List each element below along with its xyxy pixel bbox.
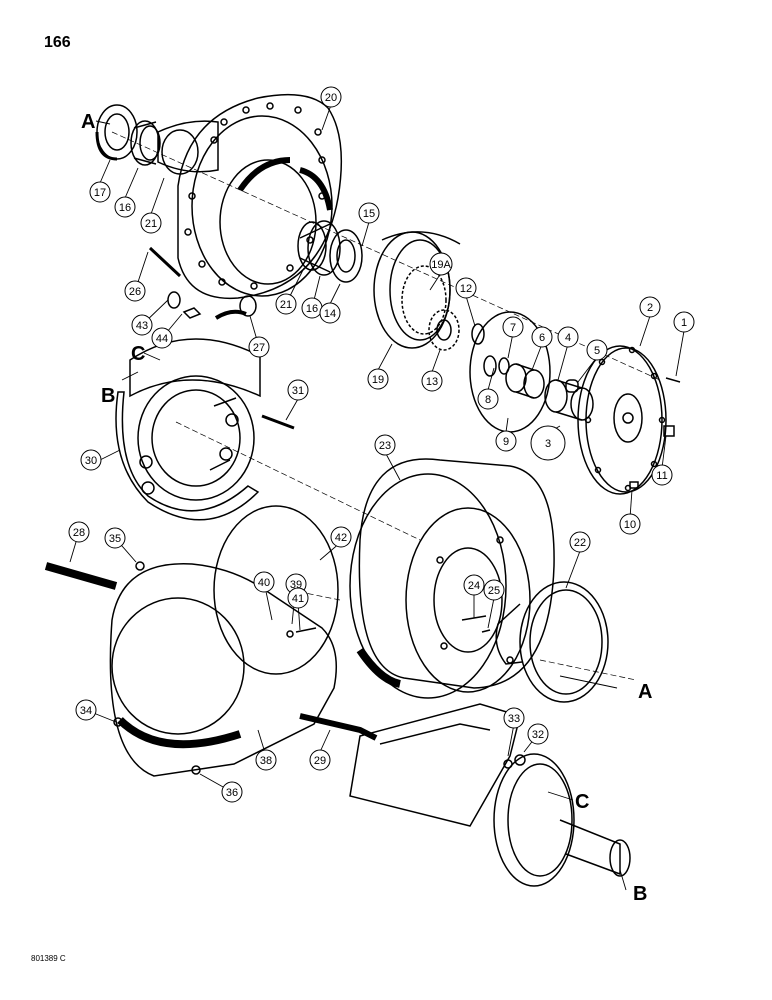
bearing-cup-17 — [95, 104, 138, 161]
washer-43 — [167, 291, 181, 309]
callout-24: 24 — [468, 580, 480, 592]
nut-32 — [514, 754, 526, 766]
callout-32: 32 — [532, 729, 544, 741]
stud-26 — [148, 246, 182, 278]
plug-10 — [629, 481, 639, 489]
callout-19: 19 — [372, 374, 384, 386]
callout-36: 36 — [226, 787, 238, 799]
brake-drum-23 — [349, 458, 555, 699]
callout-23: 23 — [379, 440, 391, 452]
washer-40 — [286, 630, 294, 638]
callout-circles — [68, 86, 695, 803]
callout-15: 15 — [363, 208, 375, 220]
callout-17: 17 — [94, 187, 106, 199]
callout-21-upper: 21 — [145, 218, 157, 230]
callout-28: 28 — [73, 527, 85, 539]
callout-3: 3 — [545, 438, 551, 450]
callout-29: 29 — [314, 755, 326, 767]
arrow-27 — [214, 309, 247, 320]
spindle-flange — [493, 753, 631, 887]
callout-labels: 1 2 3 4 5 6 7 8 9 10 11 12 13 14 15 16 1… — [73, 92, 687, 799]
callout-43: 43 — [136, 320, 148, 332]
callout-12: 12 — [460, 283, 472, 295]
bolt-39 — [295, 627, 317, 633]
fitting-35 — [135, 561, 145, 571]
component-drawings — [44, 93, 681, 887]
end-cover-2 — [577, 345, 667, 495]
callout-19a: 19A — [431, 259, 451, 271]
callout-44: 44 — [156, 333, 168, 345]
washer-33 — [503, 759, 513, 769]
callout-6: 6 — [539, 332, 545, 344]
callout-11: 11 — [656, 470, 667, 482]
letter-b-lower: B — [633, 883, 647, 905]
inner-bearing-16 — [297, 220, 341, 276]
callout-42: 42 — [335, 532, 347, 544]
shaft-28 — [44, 562, 118, 590]
bearing-cone-16-upper — [130, 120, 161, 166]
spindle-nut-14 — [329, 229, 363, 283]
callout-31: 31 — [292, 385, 304, 397]
callout-14: 14 — [324, 308, 336, 320]
stud-25 — [481, 629, 491, 633]
callout-26: 26 — [129, 286, 141, 298]
callout-2: 2 — [647, 302, 653, 314]
callout-8: 8 — [485, 394, 491, 406]
nut-44 — [182, 307, 202, 319]
callout-35: 35 — [109, 533, 121, 545]
reference-letters: A A B B C C — [81, 111, 652, 905]
callout-20: 20 — [325, 92, 337, 104]
leader-lines — [69, 104, 685, 891]
callout-41: 41 — [292, 593, 304, 605]
shaft-29 — [299, 713, 378, 741]
callout-33: 33 — [508, 713, 520, 725]
bolt-1 — [665, 377, 681, 383]
callout-39: 39 — [290, 579, 302, 591]
ring-gear-19 — [373, 231, 461, 349]
gasket-42 — [213, 505, 339, 675]
callout-38: 38 — [260, 755, 272, 767]
sun-gear-6 — [505, 363, 545, 399]
plug-5 — [565, 379, 579, 393]
callout-5: 5 — [594, 345, 600, 357]
thrust-washer-12 — [471, 323, 485, 345]
letter-a-lower: A — [638, 681, 652, 703]
callout-16-upper: 16 — [119, 202, 131, 214]
callout-13: 13 — [426, 376, 438, 388]
callout-7: 7 — [510, 322, 516, 334]
hub-housing-20 — [177, 93, 343, 300]
bolt-31 — [261, 414, 295, 430]
drain-plug-36 — [191, 765, 201, 775]
callout-21-lower: 21 — [280, 299, 292, 311]
callout-4: 4 — [565, 332, 571, 344]
callout-27: 27 — [253, 342, 265, 354]
page-number: 166 — [44, 34, 71, 51]
callout-22: 22 — [574, 537, 586, 549]
dust-shield-22 — [495, 581, 609, 703]
nut-27 — [239, 295, 257, 317]
snap-ring-7 — [498, 357, 510, 375]
letter-b-upper: B — [101, 385, 115, 407]
brake-shoe-assembly-30 — [115, 338, 261, 521]
callout-40: 40 — [258, 577, 270, 589]
letter-c-upper: C — [131, 343, 145, 365]
letter-a-upper: A — [81, 111, 95, 133]
callout-1: 1 — [681, 317, 687, 329]
callout-9: 9 — [503, 436, 509, 448]
axle-tube — [349, 703, 521, 827]
alignment-lines — [111, 131, 661, 681]
fitting-34 — [113, 717, 123, 727]
callout-10: 10 — [624, 519, 636, 531]
callout-25: 25 — [488, 585, 500, 597]
callout-30: 30 — [85, 455, 97, 467]
washer-8 — [483, 355, 497, 377]
letter-c-lower: C — [575, 791, 589, 813]
axle-housing-38 — [109, 563, 337, 777]
callout-34: 34 — [80, 705, 92, 717]
drawing-code: 801389 C — [31, 954, 66, 963]
planet-gear-13 — [428, 309, 460, 351]
callout-16-lower: 16 — [306, 303, 318, 315]
plug-11 — [663, 425, 675, 437]
